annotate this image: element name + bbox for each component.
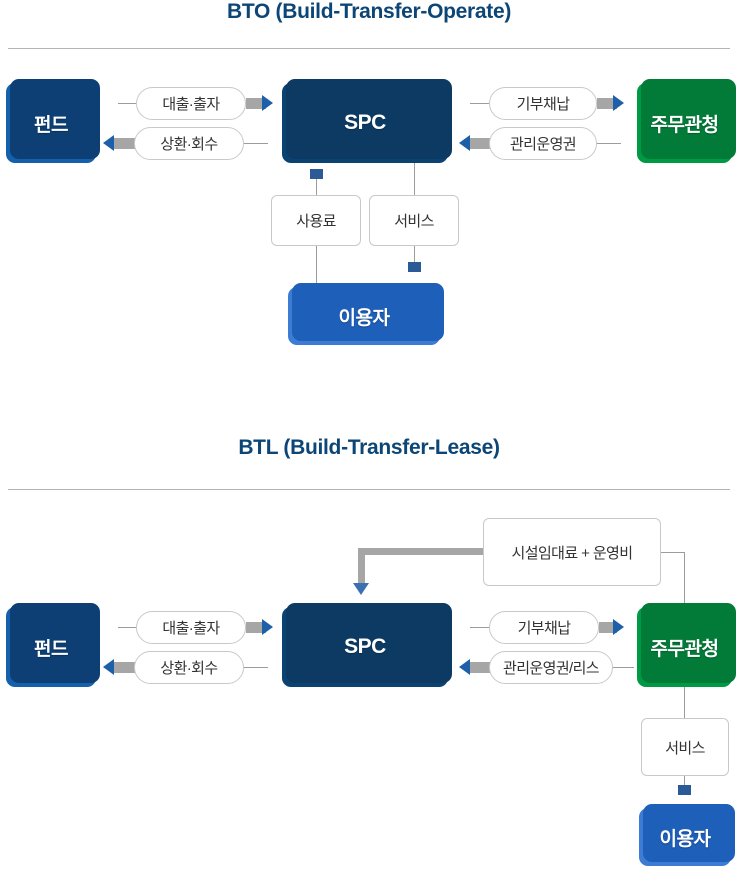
bto-label-fee-text: 사용료 xyxy=(296,213,336,230)
btl-node-user[interactable]: 이용자 xyxy=(639,804,735,866)
bto-label-operate: 관리운영권 xyxy=(489,127,597,160)
btl-line-loan-left xyxy=(118,627,140,628)
btl-arrow-loan-right-icon xyxy=(262,619,273,635)
bto-node-fund[interactable]: 펀드 xyxy=(6,79,100,163)
btl-label-loan: 대출·출자 xyxy=(136,611,246,644)
bto-arrow-donate-right-icon xyxy=(613,95,624,111)
bto-line-loan-left xyxy=(118,103,140,104)
bto-stub-loan xyxy=(246,98,266,109)
bto-stub-operate xyxy=(469,138,491,149)
bto-line-operate-right xyxy=(597,143,621,144)
btl-line-rent-top xyxy=(358,548,484,555)
bto-node-user-shadow xyxy=(292,283,444,341)
btl-node-spc-label: SPC xyxy=(344,635,386,658)
btl-line-service-top xyxy=(684,687,685,719)
bto-label-operate-text: 관리운영권 xyxy=(509,136,577,153)
bto-node-user-label: 이용자 xyxy=(338,307,390,329)
btl-label-repay: 상환·회수 xyxy=(134,651,244,684)
bto-line-fee-bottom xyxy=(316,246,317,288)
btl-node-user-shadow xyxy=(643,804,735,862)
btl-node-gov-label: 주무관청 xyxy=(650,638,719,660)
btl-stub-donate xyxy=(599,622,617,633)
btl-arrow-operate-left-icon xyxy=(459,659,470,675)
bto-line-service-top xyxy=(414,163,415,196)
bto-line-fee-top xyxy=(316,176,317,196)
bto-marker-fee-icon xyxy=(310,169,323,179)
btl-node-fund-shadow xyxy=(10,603,100,683)
bto-divider xyxy=(8,48,730,49)
bto-arrow-loan-right-icon xyxy=(262,95,273,111)
btl-label-rent-text: 시설임대료 + 운영비 xyxy=(511,544,634,562)
bto-label-repay-text: 상환·회수 xyxy=(160,136,218,153)
btl-line-repay-right xyxy=(244,667,268,668)
bto-node-fund-shadow xyxy=(10,79,100,159)
bto-marker-service-icon xyxy=(408,262,421,272)
bto-title: BTO (Build-Transfer-Operate) xyxy=(226,0,512,23)
bto-line-service-bottom xyxy=(414,246,415,264)
btl-line-donate-left xyxy=(470,627,492,628)
bto-arrow-operate-left-icon xyxy=(459,135,470,151)
btl-label-loan-text: 대출·출자 xyxy=(162,620,220,637)
bto-label-donate: 기부채납 xyxy=(489,87,597,120)
btl-node-gov[interactable]: 주무관청 xyxy=(637,603,736,687)
bto-label-loan: 대출·출자 xyxy=(136,87,246,120)
btl-node-fund[interactable]: 펀드 xyxy=(6,603,100,687)
btl-node-spc-shadow xyxy=(286,603,452,683)
btl-stub-repay xyxy=(113,662,135,673)
btl-marker-service-icon xyxy=(678,785,691,795)
bto-node-user[interactable]: 이용자 xyxy=(288,283,444,345)
bto-label-service-text: 서비스 xyxy=(394,213,434,230)
btl-line-service-bottom xyxy=(684,776,685,786)
bto-node-spc[interactable]: SPC xyxy=(282,79,452,163)
bto-node-spc-label: SPC xyxy=(344,111,386,134)
btl-arrow-repay-left-icon xyxy=(103,659,114,675)
bto-label-repay: 상환·회수 xyxy=(134,127,244,160)
bto-node-gov[interactable]: 주무관청 xyxy=(637,79,736,163)
btl-arrow-donate-right-icon xyxy=(613,619,624,635)
btl-node-gov-shadow xyxy=(641,603,736,683)
btl-label-donate-text: 기부채납 xyxy=(517,620,571,637)
bto-label-loan-text: 대출·출자 xyxy=(162,96,220,113)
btl-stub-loan xyxy=(246,622,266,633)
bto-stub-repay xyxy=(113,138,135,149)
btl-label-operate: 관리운영권/리스 xyxy=(489,651,613,684)
btl-label-operate-text: 관리운영권/리스 xyxy=(503,660,600,677)
btl-node-spc[interactable]: SPC xyxy=(282,603,452,687)
bto-node-gov-shadow xyxy=(641,79,736,159)
bto-node-spc-shadow xyxy=(286,79,452,159)
btl-divider xyxy=(8,489,730,490)
bto-line-donate-left xyxy=(470,103,492,104)
bto-line-repay-right xyxy=(244,143,268,144)
btl-label-service: 서비스 xyxy=(641,718,729,776)
bto-node-gov-label: 주무관청 xyxy=(650,114,719,136)
bto-label-donate-text: 기부채납 xyxy=(516,96,570,113)
btl-label-rent: 시설임대료 + 운영비 xyxy=(483,518,661,586)
btl-label-repay-text: 상환·회수 xyxy=(160,660,218,677)
btl-title: BTL (Build-Transfer-Lease) xyxy=(238,436,500,459)
btl-stub-operate xyxy=(469,662,491,673)
btl-line-rent-down xyxy=(358,548,365,584)
btl-line-rent-right xyxy=(661,552,685,553)
btl-line-rent-right-drop xyxy=(684,553,685,609)
btl-node-fund-label: 펀드 xyxy=(34,638,68,660)
bto-label-service: 서비스 xyxy=(369,195,459,246)
bto-stub-donate xyxy=(597,98,617,109)
bto-arrow-repay-left-icon xyxy=(103,135,114,151)
btl-label-service-text: 서비스 xyxy=(665,739,705,757)
bto-label-fee: 사용료 xyxy=(271,195,361,246)
btl-line-operate-right xyxy=(612,667,634,668)
btl-arrow-rent-down-icon xyxy=(353,583,369,595)
btl-node-user-label: 이용자 xyxy=(659,828,711,850)
btl-label-donate: 기부채납 xyxy=(489,611,599,644)
bto-node-fund-label: 펀드 xyxy=(34,114,68,136)
